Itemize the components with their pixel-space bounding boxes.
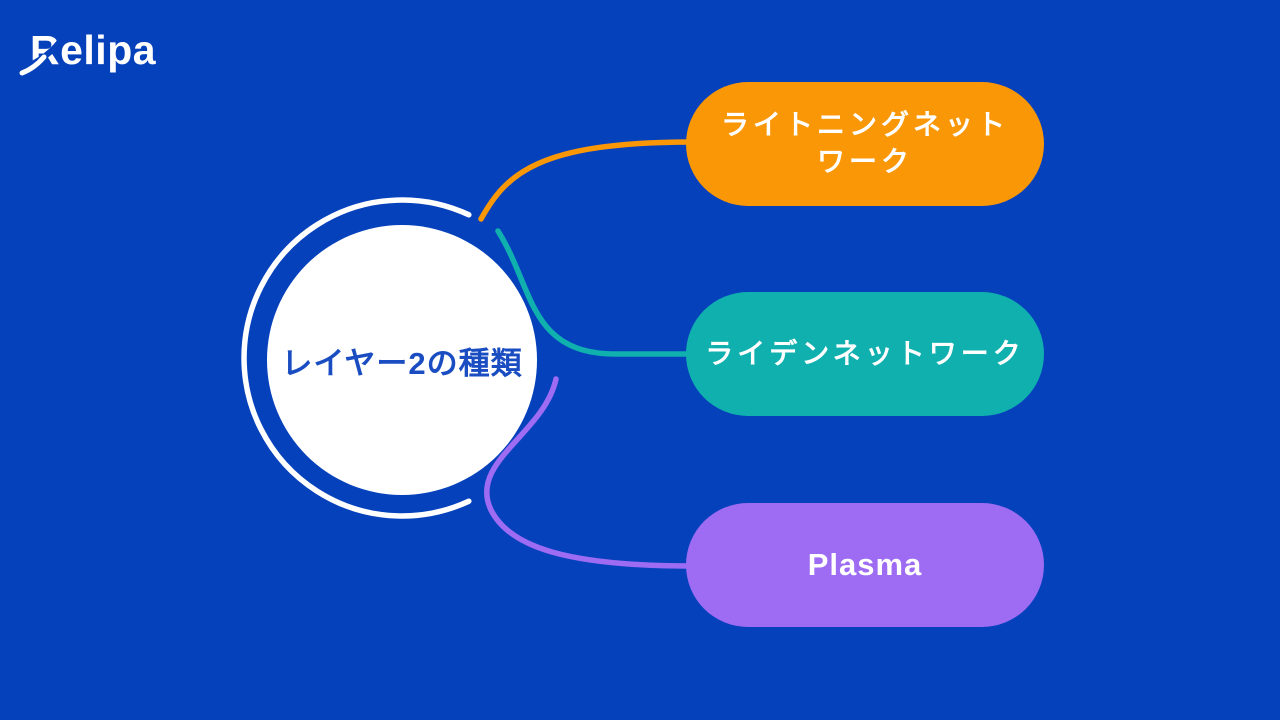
- branch-label-plasma-line1: Plasma: [807, 546, 923, 582]
- branch-node-lightning: ライトニングネット ワーク: [686, 82, 1044, 206]
- logo: Relipa: [19, 22, 200, 82]
- branch-label-lightning: ライトニングネット ワーク: [721, 107, 1009, 181]
- branch-label-lightning-line1: ライトニングネット: [720, 109, 1009, 141]
- logo-text: Relipa: [30, 27, 157, 73]
- center-topic-label: レイヤー2の種類: [281, 345, 523, 381]
- center-topic-node: レイヤー2の種類: [267, 225, 537, 495]
- branch-label-raiden-line1: ライデンネットワーク: [705, 337, 1025, 369]
- branch-label-raiden: ライデンネットワーク: [705, 336, 1024, 373]
- branch-label-lightning-line2: ワーク: [816, 146, 913, 177]
- branch-label-plasma: Plasma: [808, 545, 923, 586]
- connector-lightning: [478, 139, 695, 222]
- branch-node-plasma: Plasma: [686, 503, 1044, 627]
- branch-node-raiden: ライデンネットワーク: [686, 292, 1044, 416]
